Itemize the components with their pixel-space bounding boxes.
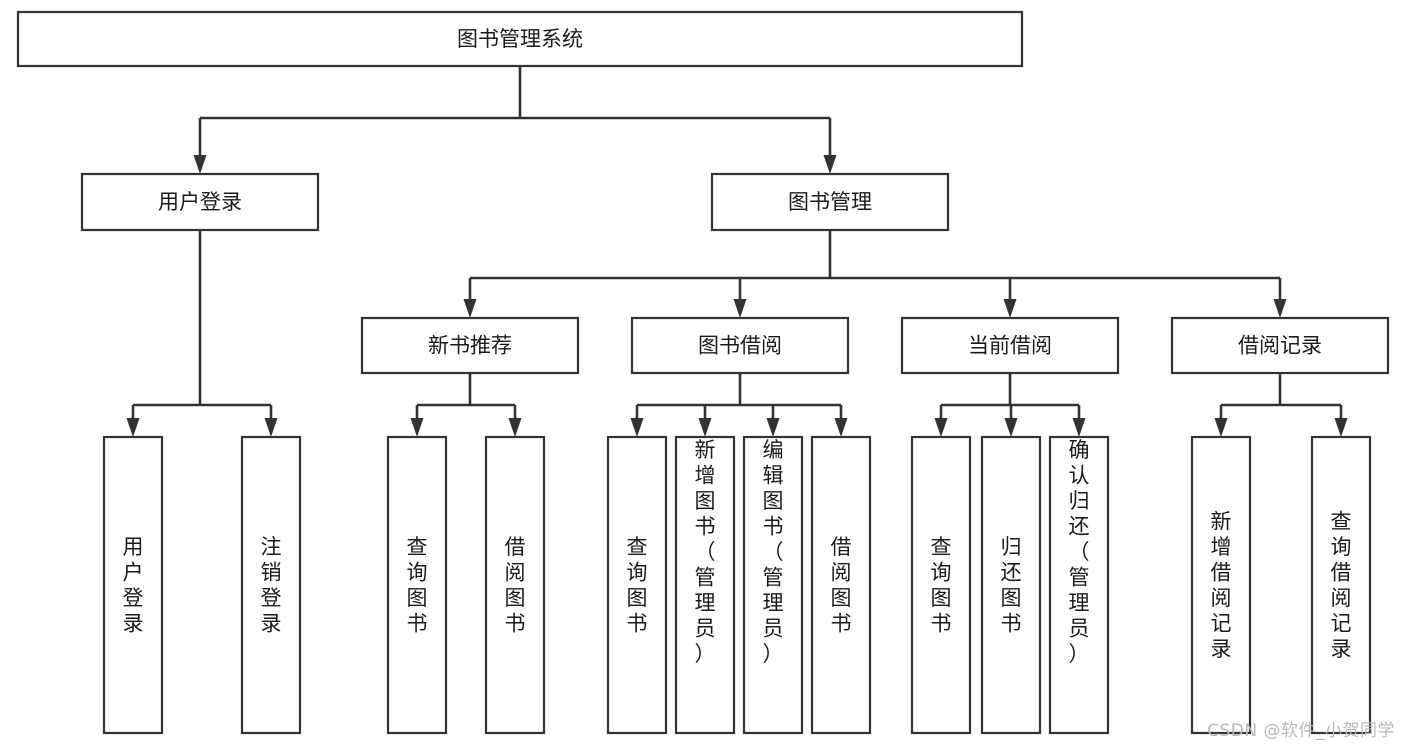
node-label: 查询图书 [627,535,648,636]
node-label: 注销登录 [261,535,282,636]
node-leaf-add-borrow-record[interactable]: 新增借阅记录 [1190,435,1252,735]
node-box [484,435,546,735]
node-label: 编辑图书（管理员） [763,438,784,666]
node-leaf-query-borrow-record[interactable]: 查询借阅记录 [1310,435,1372,735]
connector-group-book-borrow [630,373,848,437]
node-label: 归还图书 [1001,535,1022,636]
edges-layer [126,66,1348,437]
node-box [910,435,972,735]
node-box [386,435,448,735]
node-leaf-query-book-3[interactable]: 查询图书 [910,435,972,735]
node-leaf-borrow-book-2[interactable]: 借阅图书 [810,435,872,735]
node-label: 用户登录 [123,535,144,636]
connector-group-book-manage [463,230,1287,318]
node-leaf-query-book-1[interactable]: 查询图书 [386,435,448,735]
connector-group-user-login [126,230,278,437]
node-box [810,435,872,735]
node-box [742,435,804,735]
csdn-watermark: CSDN @软件_小贺同学 [1207,721,1395,741]
node-label: 借阅图书 [505,535,526,636]
node-leaf-edit-book[interactable]: 编辑图书（管理员） [742,435,804,735]
node-label: 新增图书（管理员） [695,438,716,666]
node-new-book-recommend[interactable]: 新书推荐 [360,316,580,375]
node-root[interactable]: 图书管理系统 [16,10,1024,68]
node-label: 新书推荐 [428,334,512,358]
connector-group-new-book-recommend [410,373,522,437]
node-current-borrow[interactable]: 当前借阅 [900,316,1120,375]
node-user-login[interactable]: 用户登录 [80,172,320,232]
arrow-head-icon [834,418,848,437]
node-label: 确认归还（管理员） [1069,438,1090,666]
arrow-head-icon [264,418,278,437]
arrow-head-icon [698,418,712,437]
connector-group-root [193,66,837,174]
node-label: 图书管理 [788,190,872,214]
arrow-head-icon [126,418,140,437]
node-box [630,316,850,375]
nodes-layer: 图书管理系统用户登录图书管理新书推荐图书借阅当前借阅借阅记录用户登录注销登录查询… [16,10,1390,735]
node-box [1310,435,1372,735]
arrow-head-icon [1334,418,1348,437]
node-box [1048,435,1110,735]
node-box [360,316,580,375]
node-box [80,172,320,232]
arrow-head-icon [1072,418,1086,437]
arrow-head-icon [508,418,522,437]
node-label: 当前借阅 [968,334,1052,358]
node-label: 查询图书 [407,535,428,636]
node-leaf-query-book-2[interactable]: 查询图书 [606,435,668,735]
node-borrow-record[interactable]: 借阅记录 [1170,316,1390,375]
connector-group-borrow-record [1214,373,1348,437]
arrow-head-icon [934,418,948,437]
arrow-head-icon [630,418,644,437]
node-label: 新增借阅记录 [1211,510,1232,662]
arrow-head-icon [193,155,207,174]
node-leaf-confirm-return[interactable]: 确认归还（管理员） [1048,435,1110,735]
node-box [16,10,1024,68]
node-box [606,435,668,735]
node-box [102,435,164,735]
node-leaf-user-logout[interactable]: 注销登录 [240,435,302,735]
arrow-head-icon [766,418,780,437]
node-label: 用户登录 [158,190,242,214]
node-box [980,435,1042,735]
node-leaf-borrow-book-1[interactable]: 借阅图书 [484,435,546,735]
arrow-head-icon [410,418,424,437]
node-box [1170,316,1390,375]
node-box [240,435,302,735]
node-label: 查询图书 [931,535,952,636]
node-leaf-return-book[interactable]: 归还图书 [980,435,1042,735]
node-leaf-add-book[interactable]: 新增图书（管理员） [674,435,736,735]
arrow-head-icon [1214,418,1228,437]
arrow-head-icon [733,299,747,318]
arrow-head-icon [1003,299,1017,318]
node-label: 图书借阅 [698,334,782,358]
connector-group-current-borrow [934,373,1086,437]
node-box [710,172,950,232]
node-box [900,316,1120,375]
node-label: 查询借阅记录 [1331,510,1352,662]
node-book-borrow[interactable]: 图书借阅 [630,316,850,375]
arrow-head-icon [823,155,837,174]
node-book-manage[interactable]: 图书管理 [710,172,950,232]
arrow-head-icon [463,299,477,318]
node-leaf-user-login[interactable]: 用户登录 [102,435,164,735]
node-box [674,435,736,735]
arrow-head-icon [1004,418,1018,437]
node-label: 借阅记录 [1238,334,1322,358]
node-box [1190,435,1252,735]
arrow-head-icon [1273,299,1287,318]
node-label: 图书管理系统 [457,27,583,51]
node-label: 借阅图书 [831,535,852,636]
